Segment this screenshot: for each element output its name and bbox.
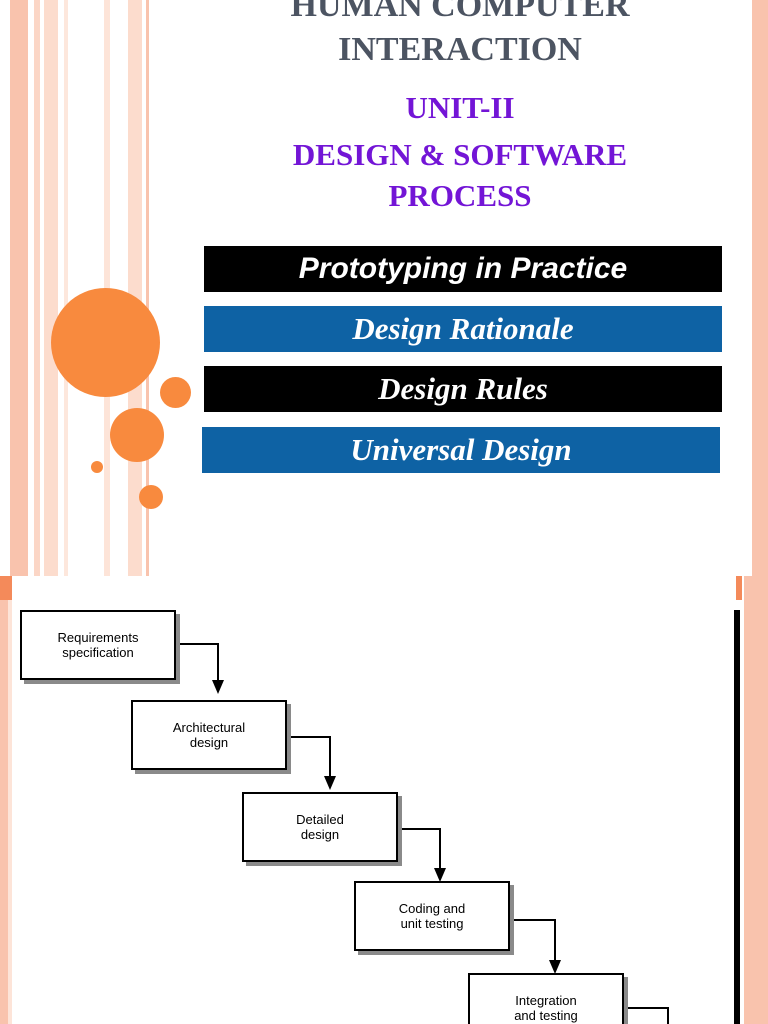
small-orange-circle [160, 377, 191, 408]
tiny-orange-circle [91, 461, 103, 473]
waterfall-arrows [176, 643, 669, 1024]
course-title-line-1: HUMAN COMPUTER [290, 0, 630, 24]
top-right-accent [736, 576, 742, 600]
topic-bar-design-rules: Design Rules [204, 366, 722, 412]
topic-label: Design Rules [378, 371, 548, 406]
right-border-line [734, 610, 740, 1024]
topic-label: Design Rationale [352, 311, 574, 346]
unit-subtitle-line-1: DESIGN & SOFTWARE [292, 137, 628, 172]
medium-orange-circle [110, 408, 164, 462]
right-stripes-decoration [752, 0, 768, 576]
step-label: Coding and unit testing [398, 901, 466, 931]
waterfall-step-coding: Coding and unit testing [354, 881, 510, 951]
step-label: Integration and testing [514, 993, 578, 1023]
waterfall-step-detailed: Detailed design [242, 792, 398, 862]
unit-subtitle-line-2: PROCESS [388, 178, 532, 213]
topic-label: Universal Design [350, 432, 572, 467]
waterfall-step-requirements: Requirements specification [20, 610, 176, 680]
step-label: Detailed design [296, 812, 344, 842]
large-orange-circle [51, 288, 160, 397]
topic-label: Prototyping in Practice [298, 252, 628, 285]
top-left-accent [0, 576, 12, 600]
course-title-line-2: INTERACTION [338, 31, 582, 68]
left-stripes-decoration [0, 576, 14, 1024]
topic-bar-design-rationale: Design Rationale [204, 306, 722, 352]
step-label: Architectural design [172, 720, 246, 750]
topic-bar-prototyping: Prototyping in Practice [204, 246, 722, 292]
unit-label: UNIT-II [405, 90, 515, 125]
waterfall-step-integration: Integration and testing [468, 973, 624, 1024]
topic-bar-universal-design: Universal Design [202, 427, 720, 473]
left-stripes-decoration [0, 0, 150, 576]
right-stripes-decoration [744, 576, 768, 1024]
step-label: Requirements specification [57, 630, 139, 660]
waterfall-step-architectural: Architectural design [131, 700, 287, 770]
small-orange-circle-2 [139, 485, 163, 509]
slide-waterfall: Requirements specification Architectural… [0, 576, 768, 1024]
slide-title: HUMAN COMPUTER INTERACTION UNIT-II DESIG… [0, 0, 768, 576]
